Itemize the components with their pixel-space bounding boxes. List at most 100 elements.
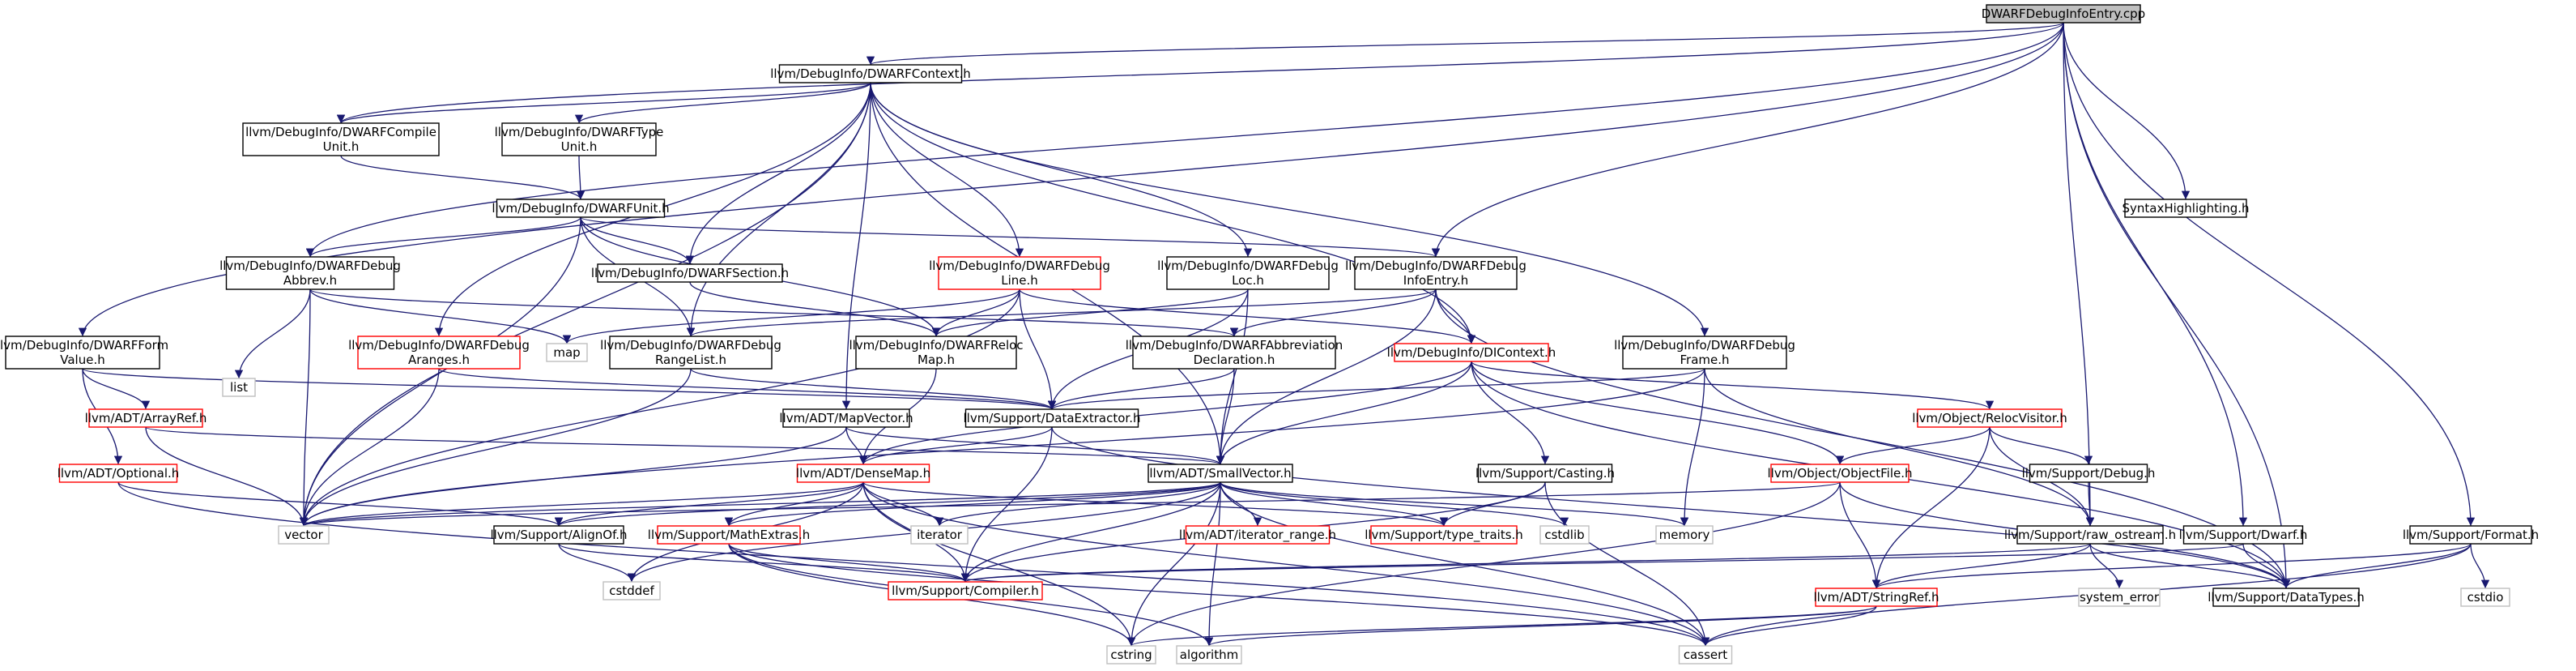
edge-format-to-cstdio	[2470, 543, 2490, 589]
node-arrayref[interactable]: llvm/ADT/ArrayRef.h	[85, 408, 207, 428]
node-typetraits[interactable]: llvm/Support/type_traits.h	[1365, 525, 1523, 545]
node-cstddef[interactable]: cstddef	[602, 581, 661, 600]
node-compiler[interactable]: llvm/Support/Compiler.h	[888, 581, 1043, 600]
node-label-abbrev: llvm/DebugInfo/DWARFDebug	[219, 259, 401, 273]
node-mathextras[interactable]: llvm/Support/MathExtras.h	[648, 525, 810, 545]
node-box-line	[938, 256, 1101, 290]
node-label-optional: llvm/ADT/Optional.h	[57, 466, 180, 481]
node-label-relocmap: Map.h	[918, 353, 955, 367]
node-syntax[interactable]: SyntaxHighlighting.h	[2122, 199, 2250, 218]
node-box-algorithm	[1176, 645, 1242, 665]
node-cstdio[interactable]: cstdio	[2460, 588, 2510, 607]
node-label-loc: llvm/DebugInfo/DWARFDebug	[1157, 259, 1339, 273]
node-box-objectfile	[1770, 464, 1910, 483]
node-debug[interactable]: llvm/Support/Debug.h	[2022, 464, 2156, 483]
node-dataext[interactable]: llvm/Support/DataExtractor.h	[963, 408, 1141, 428]
node-label-unit: llvm/DebugInfo/DWARFUnit.h	[492, 201, 669, 216]
node-label-ctx: llvm/DebugInfo/DWARFContext.h	[770, 66, 971, 81]
node-box-rangelist	[609, 336, 773, 370]
node-rawostream[interactable]: llvm/Support/raw_ostream.h	[2004, 525, 2176, 545]
node-box-formvalue	[5, 336, 160, 370]
node-box-root	[1986, 4, 2141, 24]
node-box-abbrdecl	[1132, 336, 1336, 370]
edge-mapvector-to-vector	[299, 426, 847, 527]
node-datatypes[interactable]: llvm/Support/DataTypes.h	[2208, 588, 2365, 607]
node-objectfile[interactable]: llvm/Object/ObjectFile.h	[1767, 464, 1913, 483]
node-iterator[interactable]: iterator	[910, 525, 969, 545]
node-label-cu: Unit.h	[323, 139, 360, 154]
edge-dicontext-to-casting	[1471, 361, 1550, 465]
node-smallvector[interactable]: llvm/ADT/SmallVector.h	[1147, 464, 1293, 483]
edge-smallvector-to-cstring	[1126, 481, 1221, 647]
edge-dicontext-to-objectfile	[1471, 361, 1845, 465]
node-infoentry[interactable]: llvm/DebugInfo/DWARFDebugInfoEntry.h	[1345, 256, 1526, 290]
node-label-tu: llvm/DebugInfo/DWARFType	[495, 125, 664, 139]
edge-ctx-to-loc	[870, 82, 1253, 258]
edge-alignof-to-cstddef	[558, 543, 637, 583]
edge-relocvisitor-to-objectfile	[1835, 426, 1991, 465]
node-box-mathextras	[657, 525, 801, 545]
node-cstring[interactable]: cstring	[1106, 645, 1156, 665]
node-stringref[interactable]: llvm/ADT/StringRef.h	[1813, 588, 1939, 607]
node-optional[interactable]: llvm/ADT/Optional.h	[57, 464, 180, 483]
node-section[interactable]: llvm/DebugInfo/DWARFSection.h	[591, 263, 789, 283]
node-label-dataext: llvm/Support/DataExtractor.h	[963, 411, 1140, 425]
node-unit[interactable]: llvm/DebugInfo/DWARFUnit.h	[492, 199, 670, 218]
node-root[interactable]: DWARFDebugInfoEntry.cpp	[1982, 4, 2145, 24]
node-label-frame: llvm/DebugInfo/DWARFDebug	[1614, 338, 1795, 353]
node-list[interactable]: list	[222, 378, 256, 397]
node-box-vector	[278, 525, 330, 545]
node-algorithm[interactable]: algorithm	[1176, 645, 1242, 665]
node-cstdlib[interactable]: cstdlib	[1539, 525, 1590, 545]
edge-smallvector-to-compiler	[960, 481, 1221, 583]
node-casting[interactable]: llvm/Support/Casting.h	[1475, 464, 1615, 483]
node-format[interactable]: llvm/Support/Format.h	[2403, 525, 2539, 545]
edge-smallvector-to-alignof	[555, 481, 1221, 527]
node-iterrange[interactable]: llvm/ADT/iterator_range.h	[1179, 525, 1336, 545]
node-label-abbrev: Abbrev.h	[283, 273, 337, 288]
node-label-relocvisitor: llvm/Object/RelocVisitor.h	[1912, 411, 2067, 425]
node-dwarf[interactable]: llvm/Support/Dwarf.h	[2179, 525, 2308, 545]
node-cassert[interactable]: cassert	[1678, 645, 1733, 665]
node-map[interactable]: map	[546, 343, 588, 362]
node-box-frame	[1622, 336, 1787, 370]
edge-frame-to-dataext	[1048, 368, 1705, 410]
node-alignof[interactable]: llvm/Support/AlignOf.h	[490, 525, 628, 545]
node-box-relocmap	[855, 336, 1017, 370]
node-relocvisitor[interactable]: llvm/Object/RelocVisitor.h	[1912, 408, 2067, 428]
edge-arrayref-to-smallvector	[145, 426, 1224, 465]
edge-smallvector-to-vector	[300, 481, 1221, 527]
node-memory[interactable]: memory	[1655, 525, 1714, 545]
node-vector[interactable]: vector	[278, 525, 330, 545]
edge-optional-to-cassert	[117, 481, 1710, 647]
edge-infoentry-to-smallvector	[1216, 288, 1437, 465]
node-box-cstdio	[2460, 588, 2510, 607]
node-dicontext[interactable]: llvm/DebugInfo/DIContext.h	[1387, 343, 1556, 362]
node-systemerror[interactable]: system_error	[2078, 588, 2161, 607]
node-box-casting	[1477, 464, 1613, 483]
node-box-cassert	[1678, 645, 1733, 665]
node-abbrdecl[interactable]: llvm/DebugInfo/DWARFAbbreviationDeclarat…	[1126, 336, 1343, 370]
node-label-alignof: llvm/Support/AlignOf.h	[490, 528, 627, 542]
node-box-map	[546, 343, 588, 362]
edge-infoentry-to-rangelist	[687, 288, 1437, 337]
edge-arrayref-to-vector	[145, 426, 309, 527]
node-mapvector[interactable]: llvm/ADT/MapVector.h	[779, 408, 913, 428]
edge-root-to-ctx	[866, 22, 2064, 66]
node-box-dwarf	[2182, 525, 2304, 545]
node-box-datatypes	[2212, 588, 2360, 607]
node-densemap[interactable]: llvm/ADT/DenseMap.h	[796, 464, 930, 483]
edge-root-to-syntax	[2063, 22, 2191, 200]
node-box-format	[2409, 525, 2532, 545]
node-ctx[interactable]: llvm/DebugInfo/DWARFContext.h	[770, 64, 971, 83]
